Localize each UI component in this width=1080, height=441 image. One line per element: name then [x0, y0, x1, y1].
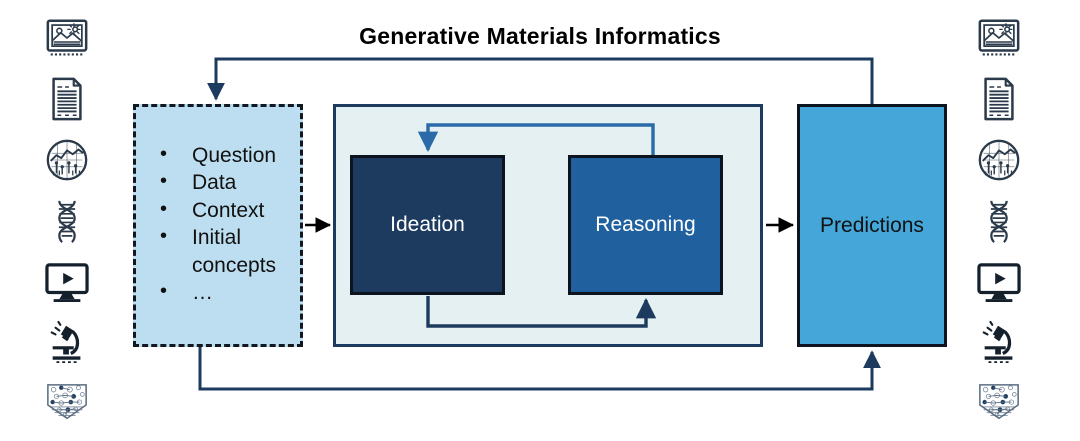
- reasoning-box[interactable]: Reasoning: [568, 155, 723, 295]
- predictions-box[interactable]: Predictions: [797, 104, 947, 347]
- ideation-box[interactable]: Ideation: [350, 155, 505, 295]
- page-title: Generative Materials Informatics: [359, 23, 721, 49]
- video-player-icon: [973, 256, 1025, 308]
- arrow-predictions-to-input: [207, 57, 874, 104]
- icon-column-right: [962, 12, 1036, 430]
- icon-column-left: [30, 12, 104, 430]
- input-concepts-box[interactable]: Question Data Context Initial concepts …: [133, 104, 303, 347]
- video-player-icon: [41, 256, 93, 308]
- dna-icon: [41, 195, 93, 247]
- list-item: Initial: [154, 224, 300, 251]
- data-plot-icon: [41, 134, 93, 186]
- image-icon: [41, 12, 93, 64]
- list-item: Data: [154, 169, 300, 196]
- input-concepts-list: Question Data Context Initial concepts …: [136, 107, 300, 307]
- list-item: Context: [154, 197, 300, 224]
- image-icon: [973, 12, 1025, 64]
- data-plot-icon: [973, 134, 1025, 186]
- document-icon: [973, 73, 1025, 125]
- document-icon: [41, 73, 93, 125]
- list-item-continuation: concepts: [192, 253, 277, 277]
- dna-icon: [973, 195, 1025, 247]
- nanostructure-icon: [973, 378, 1025, 430]
- arrow-input-to-predictions: [198, 347, 881, 391]
- microscope-icon: [41, 317, 93, 369]
- microscope-icon: [973, 317, 1025, 369]
- reasoning-label: Reasoning: [595, 213, 696, 236]
- ideation-label: Ideation: [390, 213, 465, 236]
- predictions-label: Predictions: [820, 213, 924, 237]
- list-item: …: [154, 279, 300, 306]
- list-item: Question: [154, 142, 300, 169]
- nanostructure-icon: [41, 378, 93, 430]
